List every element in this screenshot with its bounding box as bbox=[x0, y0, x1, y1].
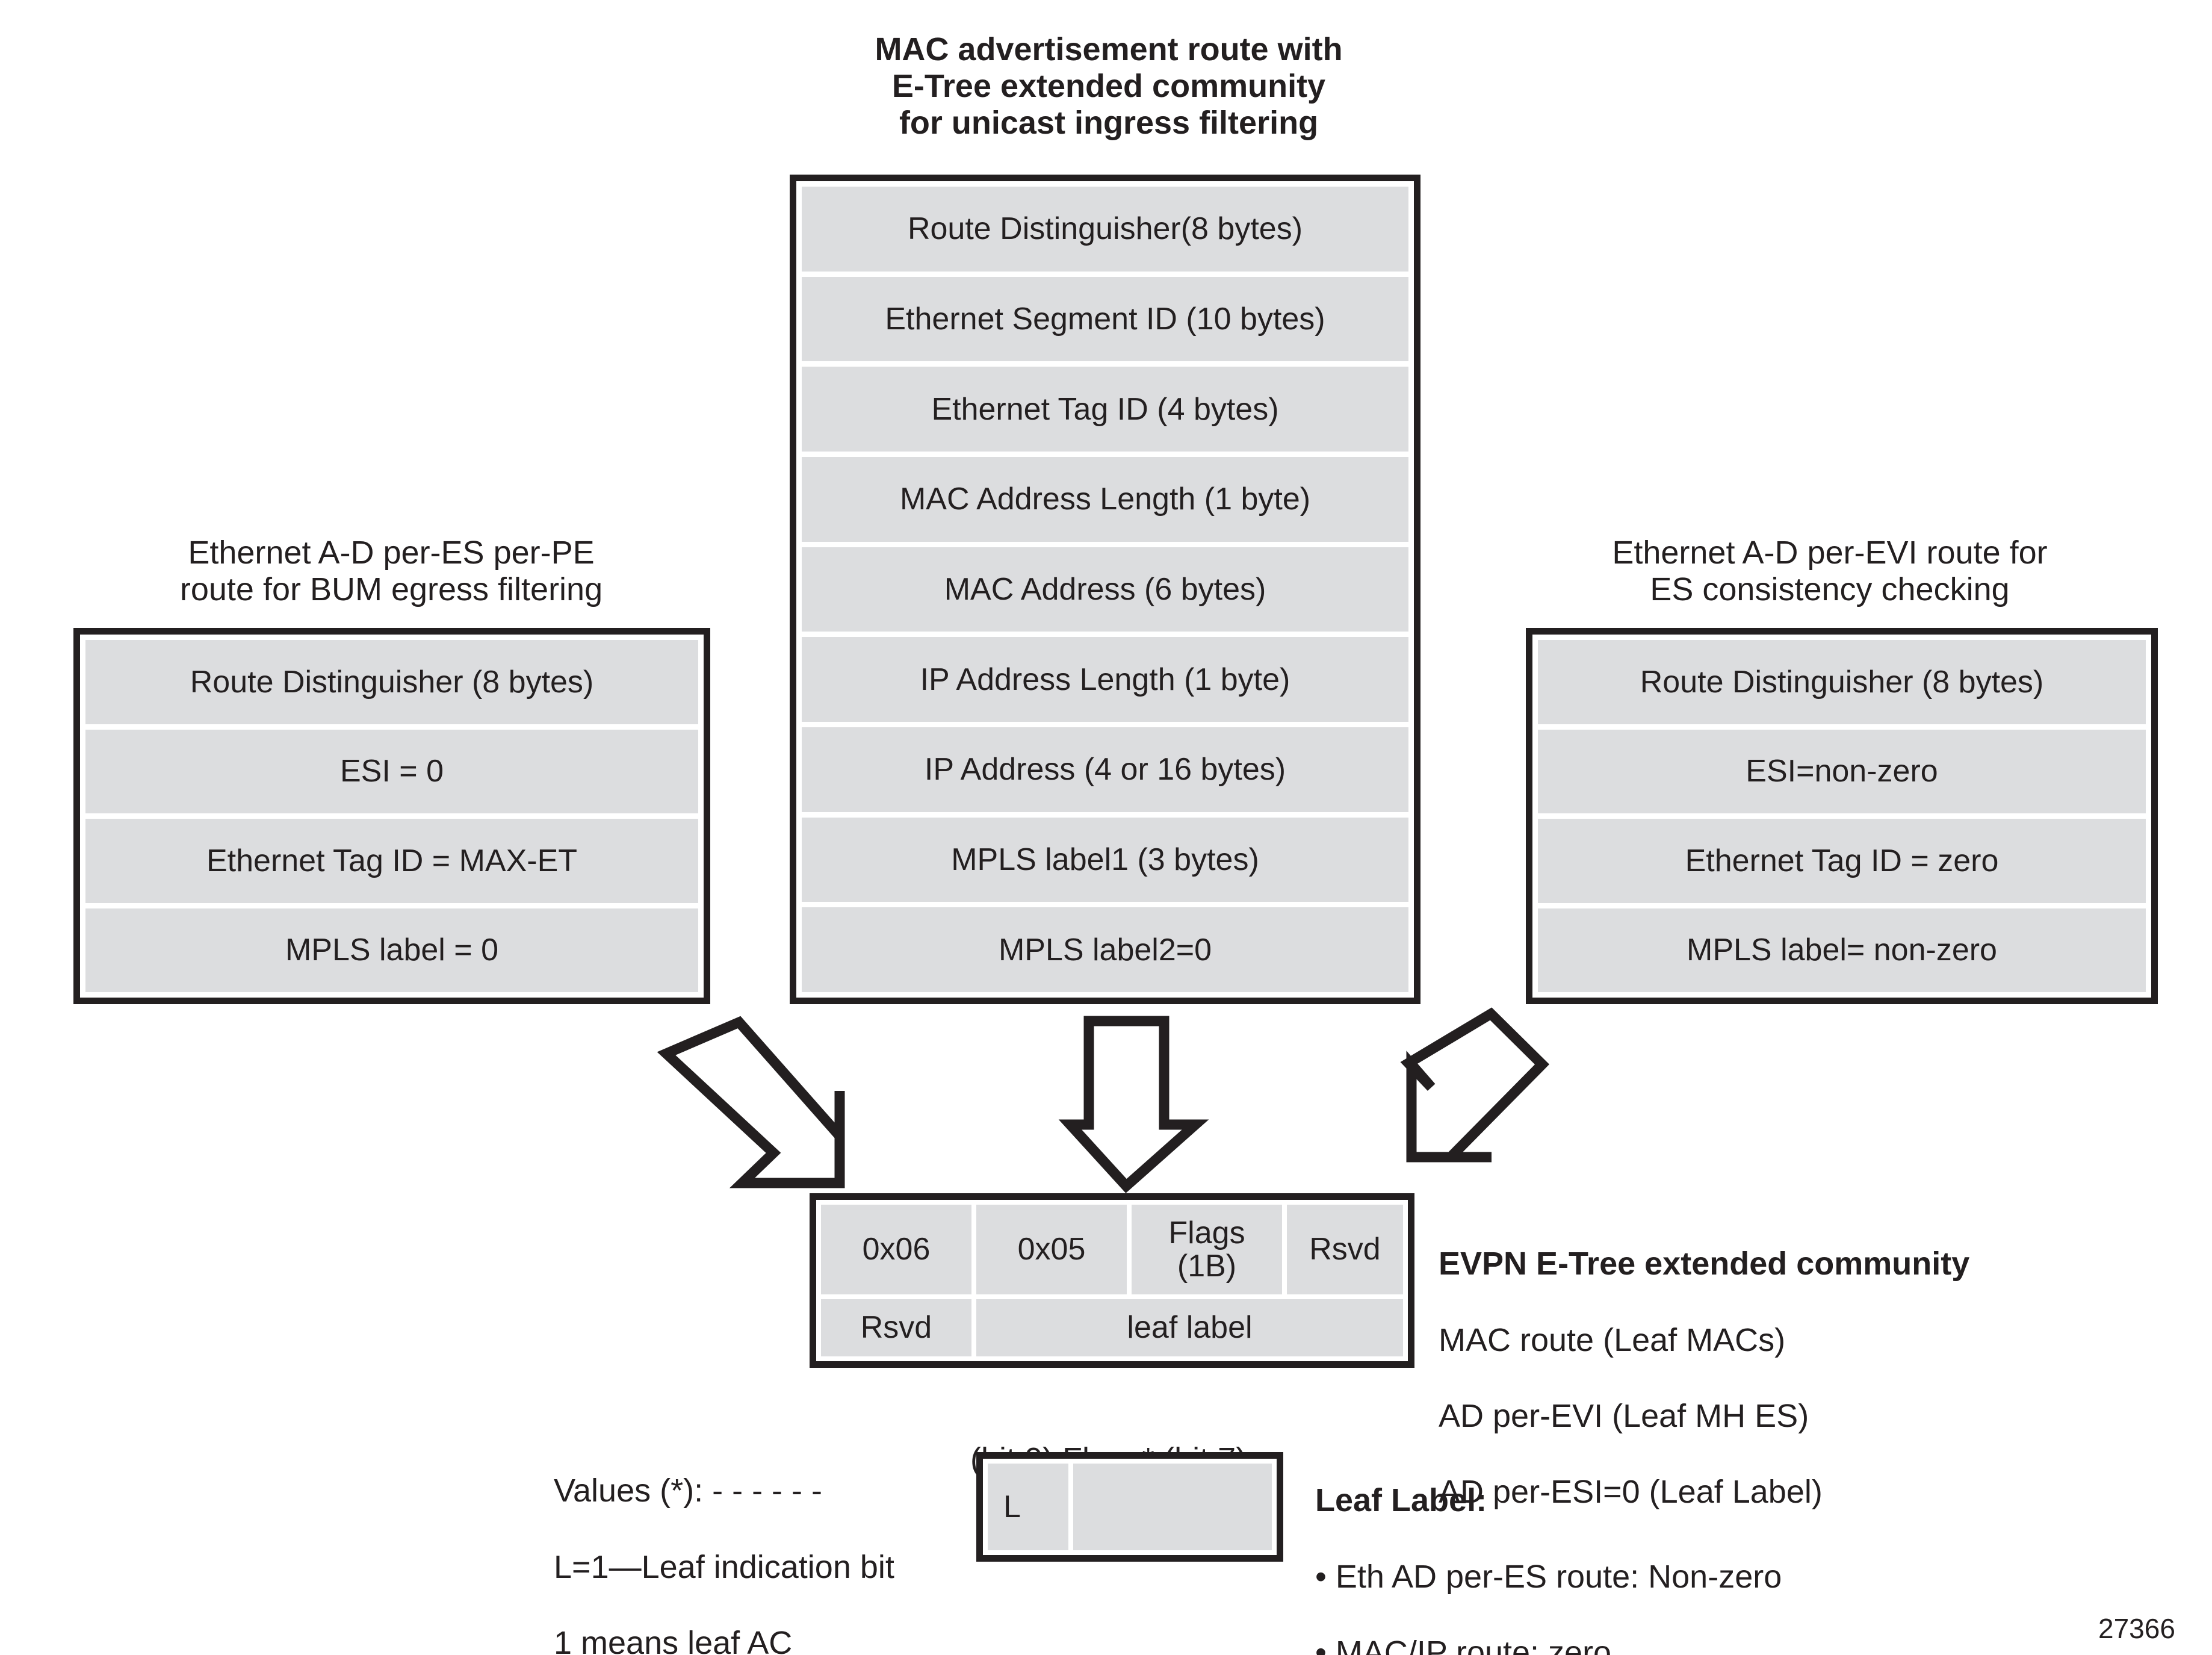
right-route-title: Ethernet A-D per-EVI route for ES consis… bbox=[1505, 535, 2155, 608]
center-route-title-line-2: E-Tree extended community bbox=[891, 68, 1326, 105]
ec-cell-flags-line-2: (1B) bbox=[1177, 1248, 1237, 1284]
left-route-row: ESI = 0 bbox=[85, 729, 698, 813]
center-route-row: MAC Address Length (1 byte) bbox=[802, 457, 1408, 542]
leaf-label-line-1: • Eth AD per-ES route: Non-zero bbox=[1315, 1558, 1782, 1595]
arrow-right-diagonal-icon bbox=[1400, 1007, 1550, 1163]
right-route-title-line-2: ES consistency checking bbox=[1650, 571, 2010, 608]
flags-bit-box: L bbox=[976, 1452, 1283, 1562]
extended-community-row-1: 0x06 0x05 Flags (1B) Rsvd bbox=[821, 1205, 1403, 1295]
right-route-row: MPLS label= non-zero bbox=[1538, 908, 2146, 992]
ec-cell-rsvd-2: Rsvd bbox=[821, 1299, 971, 1356]
center-route-row: MPLS label1 (3 bytes) bbox=[802, 817, 1408, 902]
ec-legend-line-1: MAC route (Leaf MACs) bbox=[1439, 1321, 1786, 1358]
arrow-left-diagonal-icon bbox=[657, 1016, 845, 1188]
center-route-row: IP Address (4 or 16 bytes) bbox=[802, 727, 1408, 812]
values-note-line-3: 1 means leaf AC bbox=[554, 1624, 793, 1655]
center-route-title-line-3: for unicast ingress filtering bbox=[899, 105, 1319, 141]
left-route-title-line-2: route for BUM egress filtering bbox=[179, 571, 603, 608]
extended-community-row-2: Rsvd leaf label bbox=[821, 1299, 1403, 1356]
center-route-row: Route Distinguisher(8 bytes) bbox=[802, 187, 1408, 272]
center-route-title-line-1: MAC advertisement route with bbox=[875, 31, 1343, 67]
leaf-label-heading: Leaf Label: bbox=[1315, 1482, 1487, 1519]
extended-community-legend: EVPN E-Tree extended community MAC route… bbox=[1439, 1207, 2131, 1550]
left-route-box: Route Distinguisher (8 bytes) ESI = 0 Et… bbox=[73, 628, 710, 1004]
leaf-label-line-2: • MAC/IP route: zero bbox=[1315, 1634, 1612, 1655]
ec-cell-rsvd-1: Rsvd bbox=[1287, 1205, 1403, 1295]
center-route-row: Ethernet Tag ID (4 bytes) bbox=[802, 367, 1408, 452]
right-route-row: ESI=non-zero bbox=[1538, 729, 2146, 813]
ec-legend-line-3: AD per-ESI=0 (Leaf Label) bbox=[1439, 1474, 1823, 1511]
flags-bit-0-cell: L bbox=[988, 1464, 1068, 1550]
ec-cell-flags: Flags (1B) bbox=[1132, 1205, 1282, 1295]
ec-cell-type: 0x06 bbox=[821, 1205, 971, 1295]
leaf-label-note: Leaf Label: • Eth AD per-ES route: Non-z… bbox=[1315, 1444, 2007, 1655]
left-route-title: Ethernet A-D per-ES per-PE route for BUM… bbox=[72, 535, 710, 608]
flags-bits-1-7-cell bbox=[1073, 1464, 1272, 1550]
right-route-row: Ethernet Tag ID = zero bbox=[1538, 819, 2146, 903]
center-route-row: MPLS label2=0 bbox=[802, 907, 1408, 993]
ec-cell-leaf-label: leaf label bbox=[976, 1299, 1403, 1356]
center-route-box: Route Distinguisher(8 bytes) Ethernet Se… bbox=[790, 175, 1420, 1004]
left-route-row: Route Distinguisher (8 bytes) bbox=[85, 640, 698, 724]
center-route-title: MAC advertisement route with E-Tree exte… bbox=[760, 31, 1458, 141]
center-route-row: Ethernet Segment ID (10 bytes) bbox=[802, 276, 1408, 362]
left-route-row: Ethernet Tag ID = MAX-ET bbox=[85, 819, 698, 903]
center-route-row: IP Address Length (1 byte) bbox=[802, 637, 1408, 722]
left-route-row: MPLS label = 0 bbox=[85, 908, 698, 992]
extended-community-box: 0x06 0x05 Flags (1B) Rsvd Rsvd leaf labe… bbox=[810, 1193, 1414, 1368]
left-route-title-line-1: Ethernet A-D per-ES per-PE bbox=[188, 535, 595, 571]
ec-legend-heading: EVPN E-Tree extended community bbox=[1439, 1246, 1970, 1282]
center-route-row: MAC Address (6 bytes) bbox=[802, 547, 1408, 632]
values-note-line-1: Values (*): - - - - - - bbox=[554, 1473, 823, 1509]
right-route-row: Route Distinguisher (8 bytes) bbox=[1538, 640, 2146, 724]
right-route-box: Route Distinguisher (8 bytes) ESI=non-ze… bbox=[1526, 628, 2158, 1004]
arrow-center-down-icon bbox=[1058, 1016, 1209, 1193]
ec-legend-line-2: AD per-EVI (Leaf MH ES) bbox=[1439, 1397, 1809, 1434]
ec-cell-subtype: 0x05 bbox=[976, 1205, 1127, 1295]
values-note-line-2: L=1—Leaf indication bit bbox=[554, 1548, 894, 1585]
ec-cell-flags-line-1: Flags bbox=[1168, 1216, 1245, 1251]
right-route-title-line-1: Ethernet A-D per-EVI route for bbox=[1612, 535, 2048, 571]
values-note: Values (*): - - - - - - L=1—Leaf indicat… bbox=[554, 1434, 975, 1655]
figure-id-label: 27366 bbox=[2098, 1613, 2175, 1644]
